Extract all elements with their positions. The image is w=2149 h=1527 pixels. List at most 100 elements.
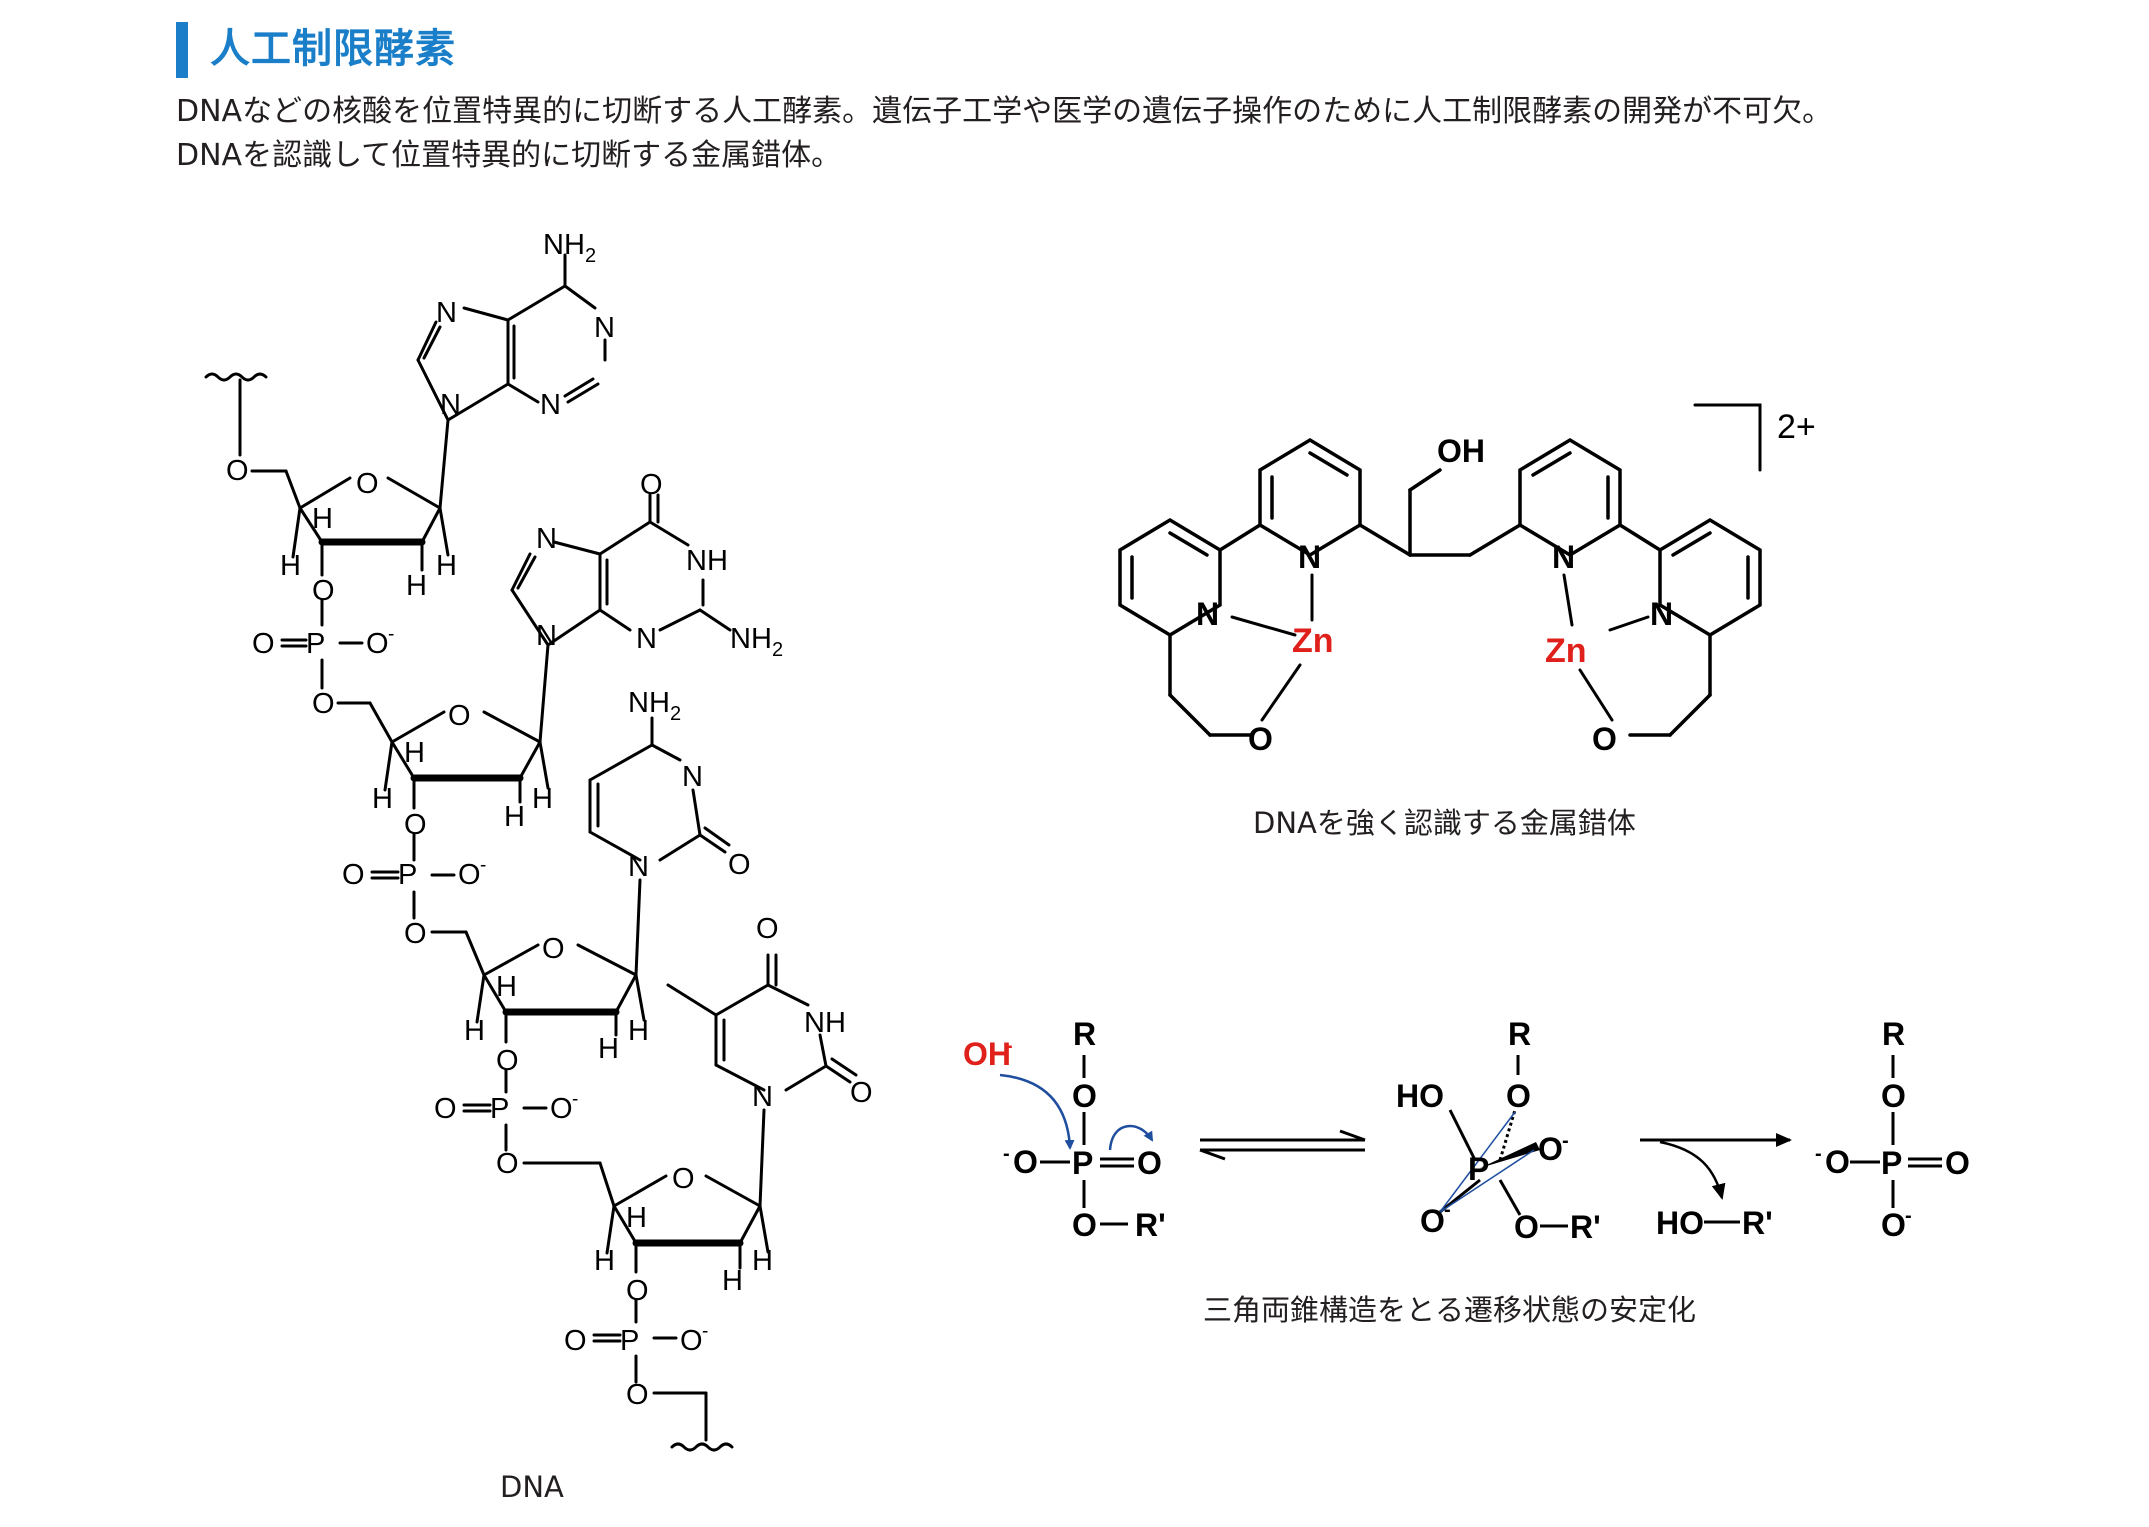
svg-text:O: O: [448, 700, 471, 732]
chain-break-squiggle-bottom: [670, 1442, 734, 1452]
svg-text:O: O: [626, 1275, 649, 1307]
svg-text:R': R': [1742, 1205, 1773, 1241]
svg-text:-: -: [1006, 1035, 1013, 1057]
svg-text:O: O: [1945, 1145, 1970, 1181]
svg-text:N: N: [636, 623, 657, 655]
svg-text:2: 2: [585, 245, 596, 267]
svg-text:R: R: [1882, 1016, 1905, 1052]
svg-text:H: H: [504, 801, 525, 833]
description-line-2: DNAを認識して位置特異的に切断する金属錯体。: [176, 138, 842, 173]
svg-text:H: H: [598, 1033, 619, 1065]
svg-text:-: -: [1562, 1130, 1569, 1152]
svg-text:R': R': [1135, 1207, 1166, 1243]
svg-text:O: O: [458, 859, 481, 891]
chain-break-squiggle-top: [204, 372, 268, 382]
svg-text:O: O: [1825, 1144, 1850, 1180]
svg-text:O: O: [1881, 1207, 1906, 1243]
svg-text:O: O: [1013, 1144, 1038, 1180]
svg-text:O: O: [626, 1379, 649, 1411]
svg-text:2: 2: [772, 639, 783, 661]
svg-text:N: N: [682, 761, 703, 793]
svg-text:O: O: [756, 913, 779, 945]
svg-text:N: N: [628, 851, 649, 883]
svg-text:NH: NH: [628, 687, 670, 719]
svg-text:O: O: [404, 918, 427, 950]
svg-text:O: O: [342, 859, 365, 891]
title-accent-bar: [176, 22, 188, 78]
svg-text:N: N: [536, 620, 557, 652]
svg-text:O: O: [850, 1077, 873, 1109]
svg-text:R: R: [1073, 1016, 1096, 1052]
svg-text:O: O: [1072, 1207, 1097, 1243]
svg-text:O: O: [1881, 1078, 1906, 1114]
svg-text:NH: NH: [543, 229, 585, 261]
svg-text:H: H: [628, 1015, 649, 1047]
svg-text:O: O: [312, 575, 335, 607]
svg-text:OH: OH: [1437, 433, 1485, 469]
svg-text:N: N: [540, 389, 561, 421]
dna-structure: [204, 253, 858, 1452]
svg-text:H: H: [464, 1015, 485, 1047]
svg-text:O: O: [312, 688, 335, 720]
svg-text:H: H: [312, 503, 333, 535]
svg-text:H: H: [406, 570, 427, 602]
svg-text:O: O: [496, 1045, 519, 1077]
svg-text:O: O: [542, 933, 565, 965]
svg-text:O: O: [1072, 1078, 1097, 1114]
svg-text:P: P: [620, 1325, 639, 1357]
nucleotide-1: [280, 253, 607, 744]
svg-text:H: H: [280, 550, 301, 582]
svg-text:H: H: [594, 1245, 615, 1277]
nucleotide-4: [592, 953, 858, 1452]
svg-text:H: H: [752, 1245, 773, 1277]
svg-text:O: O: [252, 628, 275, 660]
svg-text:NH: NH: [804, 1007, 846, 1039]
svg-text:R: R: [1508, 1016, 1531, 1052]
svg-text:O: O: [728, 849, 751, 881]
svg-text:N: N: [436, 297, 457, 329]
zinc-complex-labels: N N N N OH O O Zn Zn 2+: [1196, 408, 1816, 757]
svg-text:O: O: [1420, 1203, 1445, 1239]
svg-text:O: O: [640, 469, 663, 501]
svg-text:-: -: [572, 1089, 578, 1110]
svg-text:O: O: [496, 1148, 519, 1180]
zinc-complex: [1118, 403, 1762, 737]
svg-text:H: H: [722, 1265, 743, 1297]
svg-text:H: H: [626, 1202, 647, 1234]
svg-text:O: O: [1538, 1131, 1563, 1167]
complex-charge: 2+: [1777, 408, 1816, 446]
svg-text:NH: NH: [730, 623, 772, 655]
svg-text:N: N: [1196, 596, 1219, 632]
complex-caption: DNAを強く認識する金属錯体: [1253, 806, 1636, 840]
svg-text:O: O: [564, 1325, 587, 1357]
svg-text:O: O: [1248, 721, 1273, 757]
svg-text:NH: NH: [686, 545, 728, 577]
svg-text:H: H: [436, 550, 457, 582]
svg-text:-: -: [702, 1321, 708, 1342]
nucleotide-3: [462, 716, 731, 1208]
svg-text:N: N: [1650, 596, 1673, 632]
svg-text:H: H: [496, 971, 517, 1003]
svg-text:H: H: [404, 737, 425, 769]
zinc-label-left: Zn: [1292, 622, 1334, 660]
svg-text:N: N: [594, 312, 615, 344]
mechanism-caption: 三角両錐構造をとる遷移状態の安定化: [1203, 1293, 1696, 1327]
svg-text:-: -: [1815, 1143, 1822, 1165]
svg-text:P: P: [1072, 1145, 1093, 1181]
svg-text:HO: HO: [1656, 1205, 1704, 1241]
svg-text:N: N: [752, 1081, 773, 1113]
svg-text:N: N: [536, 523, 557, 555]
svg-text:P: P: [398, 859, 417, 891]
svg-text:P: P: [1881, 1145, 1902, 1181]
svg-text:P: P: [1468, 1151, 1489, 1187]
svg-text:N: N: [1552, 539, 1575, 575]
svg-text:O: O: [1137, 1145, 1162, 1181]
svg-text:O: O: [672, 1163, 695, 1195]
zinc-label-right: Zn: [1545, 632, 1587, 670]
nucleotide-2: [370, 493, 732, 977]
svg-text:H: H: [372, 783, 393, 815]
hydroxide-label: OH: [963, 1036, 1011, 1072]
svg-text:-: -: [480, 855, 486, 876]
